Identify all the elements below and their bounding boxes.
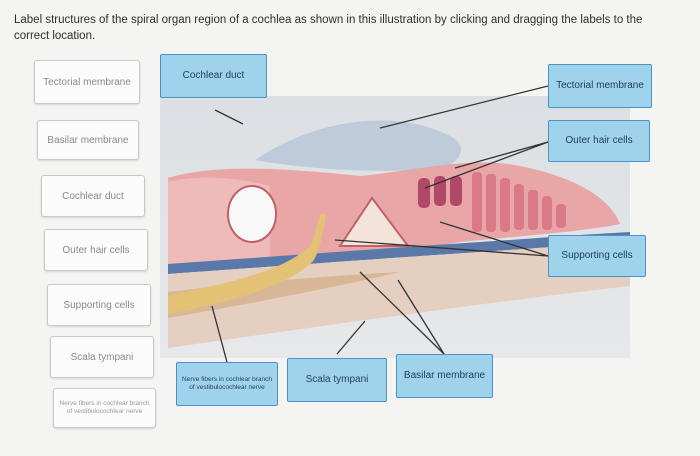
bank-tectorial-membrane[interactable]: Tectorial membrane xyxy=(34,60,140,104)
bank-supporting-cells[interactable]: Supporting cells xyxy=(47,284,151,326)
outer-hair-cells-shape xyxy=(418,176,462,208)
inner-sulcus xyxy=(227,185,277,243)
placed-nerve-fibers[interactable]: Nerve fibers in cochlear branch of vesti… xyxy=(176,362,278,406)
bank-cochlear-duct[interactable]: Cochlear duct xyxy=(41,175,145,217)
bank-basilar-membrane[interactable]: Basilar membrane xyxy=(37,120,139,160)
placed-scala-tympani[interactable]: Scala tympani xyxy=(287,358,387,402)
nerve-fibers-shape xyxy=(168,214,326,314)
bank-scala-tympani[interactable]: Scala tympani xyxy=(50,336,154,378)
placed-tectorial-membrane[interactable]: Tectorial membrane xyxy=(548,64,652,108)
placed-supporting-cells[interactable]: Supporting cells xyxy=(548,235,646,277)
placed-outer-hair-cells[interactable]: Outer hair cells xyxy=(548,120,650,162)
bank-outer-hair-cells[interactable]: Outer hair cells xyxy=(44,229,148,271)
placed-basilar-membrane[interactable]: Basilar membrane xyxy=(396,354,493,398)
instructions-text: Label structures of the spiral organ reg… xyxy=(14,14,643,42)
tectorial-membrane-shape xyxy=(255,120,461,171)
bank-nerve-fibers[interactable]: Nerve fibers in cochlear branch of vesti… xyxy=(53,388,156,428)
placed-cochlear-duct[interactable]: Cochlear duct xyxy=(160,54,267,98)
